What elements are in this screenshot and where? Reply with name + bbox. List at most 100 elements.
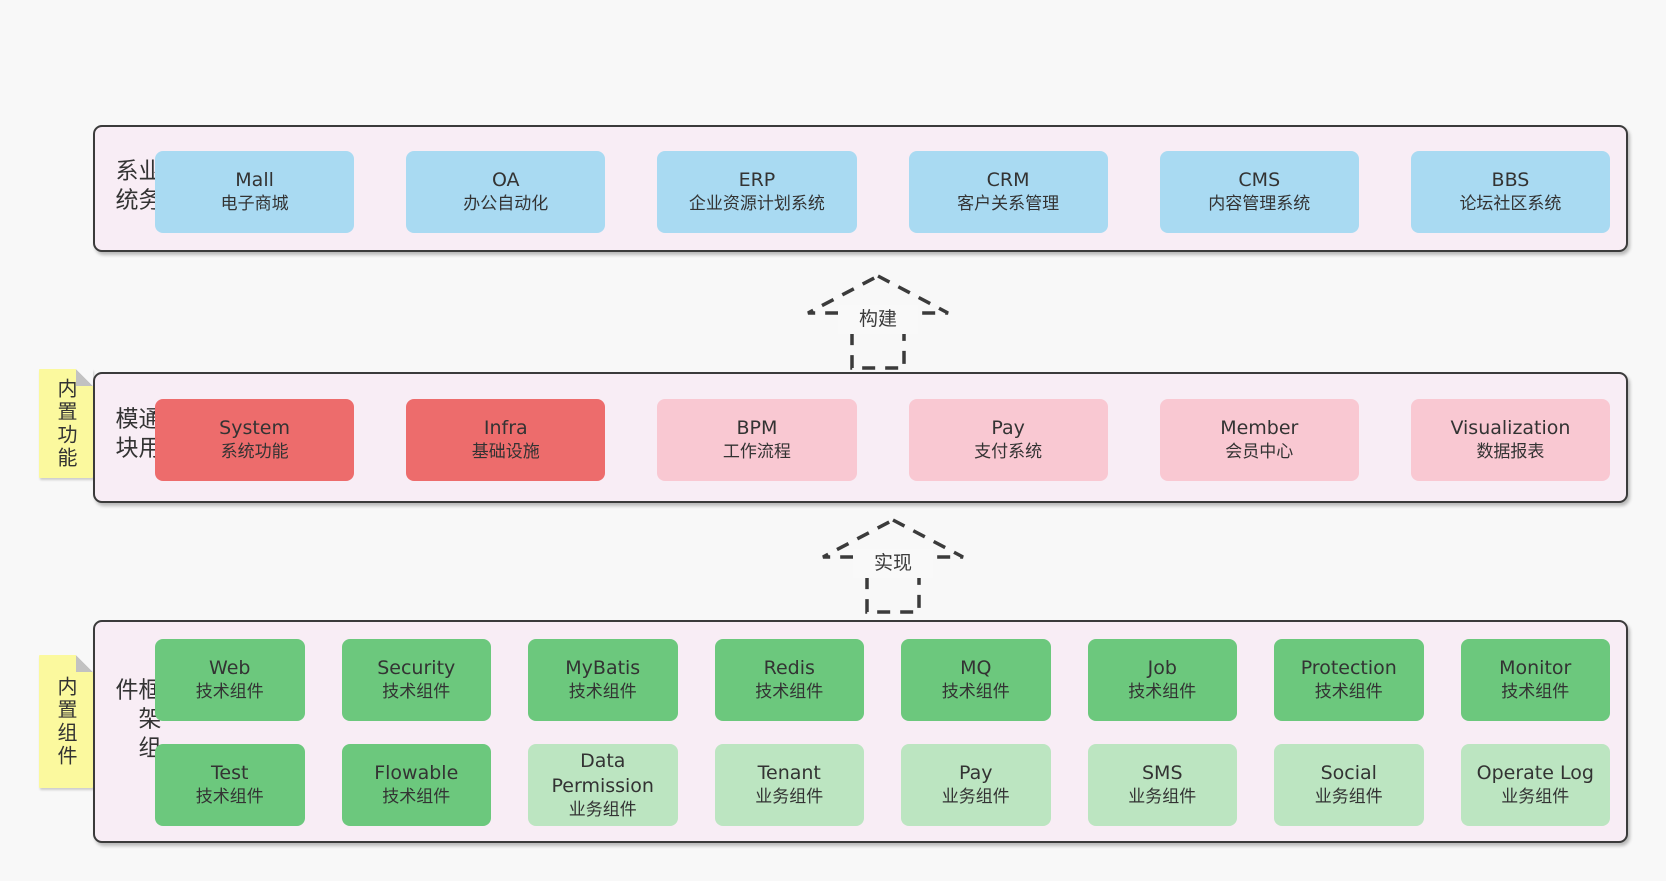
- box-subtitle: 技术组件: [568, 682, 637, 703]
- box-title: OA: [491, 169, 520, 192]
- box-subtitle: 电子商城: [220, 194, 289, 215]
- box-title: Mall: [235, 169, 274, 192]
- box-redis: Redis 技术组件: [714, 639, 864, 721]
- box-security: Security 技术组件: [341, 639, 491, 721]
- box-protection: Protection 技术组件: [1274, 639, 1424, 721]
- box-subtitle: 业务组件: [1314, 787, 1383, 808]
- note-fold-corner-icon: [76, 369, 93, 386]
- box-subtitle: 论坛社区系统: [1459, 194, 1562, 215]
- box-data-permission: Data Permission 业务组件: [528, 744, 678, 826]
- box-subtitle: 支付系统: [974, 442, 1043, 463]
- box-title: Test: [211, 762, 249, 785]
- box-title: Member: [1220, 417, 1299, 440]
- box-mall: Mall 电子商城: [155, 151, 355, 233]
- box-job: Job 技术组件: [1087, 639, 1237, 721]
- box-title: Job: [1147, 657, 1177, 680]
- box-subtitle: 客户关系管理: [957, 194, 1060, 215]
- box-visualization: Visualization 数据报表: [1410, 399, 1611, 481]
- framework-box-row-2: Test 技术组件 Flowable 技术组件 Data Permission …: [155, 744, 1610, 826]
- box-crm: CRM 客户关系管理: [908, 151, 1108, 233]
- box-subtitle: 技术组件: [382, 682, 451, 703]
- box-subtitle: 企业资源计划系统: [688, 194, 825, 215]
- box-subtitle: 办公自动化: [463, 194, 549, 215]
- box-subtitle: 内容管理系统: [1208, 194, 1311, 215]
- layer-common-modules: 通用模块 System 系统功能 Infra 基础设施 BPM 工作流程 Pay…: [93, 372, 1628, 503]
- box-subtitle: 技术组件: [195, 787, 264, 808]
- box-title: MQ: [960, 657, 992, 680]
- box-title: Monitor: [1499, 657, 1572, 680]
- box-title: Web: [209, 657, 251, 680]
- box-subtitle: 技术组件: [195, 682, 264, 703]
- box-web: Web 技术组件: [155, 639, 305, 721]
- box-mybatis: MyBatis 技术组件: [528, 639, 678, 721]
- modules-box-row: System 系统功能 Infra 基础设施 BPM 工作流程 Pay 支付系统…: [155, 399, 1611, 481]
- box-title: Social: [1320, 762, 1377, 785]
- box-title: BBS: [1491, 169, 1530, 192]
- box-subtitle: 业务组件: [1501, 787, 1570, 808]
- box-title: Tenant: [757, 762, 821, 785]
- box-subtitle: 工作流程: [722, 442, 791, 463]
- box-title: Visualization: [1450, 417, 1571, 440]
- box-title: Redis: [763, 657, 815, 680]
- box-subtitle: 业务组件: [1128, 787, 1197, 808]
- box-title: MyBatis: [565, 657, 641, 680]
- box-subtitle: 业务组件: [568, 799, 637, 820]
- note-fold-corner-icon: [76, 655, 93, 672]
- box-subtitle: 技术组件: [1128, 682, 1197, 703]
- build-arrow-label: 构建: [838, 305, 918, 334]
- box-subtitle: 会员中心: [1225, 442, 1294, 463]
- box-cms: CMS 内容管理系统: [1159, 151, 1359, 233]
- box-subtitle: 业务组件: [941, 787, 1010, 808]
- layer-business-systems: 业务系统 Mall 电子商城 OA 办公自动化 ERP 企业资源计划系统 CRM…: [93, 125, 1628, 252]
- box-operate-log: Operate Log 业务组件: [1460, 744, 1610, 826]
- layer-label-business: 业务系统: [111, 157, 160, 216]
- box-subtitle: 技术组件: [941, 682, 1010, 703]
- box-member: Member 会员中心: [1159, 399, 1359, 481]
- box-title: Flowable: [374, 762, 459, 785]
- box-title: System: [219, 417, 291, 440]
- box-infra: Infra 基础设施: [406, 399, 606, 481]
- box-mq: MQ 技术组件: [901, 639, 1051, 721]
- box-title: Security: [377, 657, 456, 680]
- layer-label-modules: 通用模块: [111, 405, 160, 464]
- note-text: 内置组件: [54, 675, 78, 768]
- box-title: SMS: [1141, 762, 1183, 785]
- business-box-row: Mall 电子商城 OA 办公自动化 ERP 企业资源计划系统 CRM 客户关系…: [155, 151, 1611, 233]
- box-monitor: Monitor 技术组件: [1460, 639, 1610, 721]
- note-text: 内置功能: [54, 377, 78, 470]
- box-subtitle: 业务组件: [755, 787, 824, 808]
- box-subtitle: 技术组件: [755, 682, 824, 703]
- box-title: Data Permission: [551, 749, 654, 797]
- box-subtitle: 基础设施: [471, 442, 540, 463]
- box-title: CRM: [986, 169, 1030, 192]
- box-subtitle: 技术组件: [382, 787, 451, 808]
- box-erp: ERP 企业资源计划系统: [657, 151, 857, 233]
- box-title: CMS: [1238, 169, 1281, 192]
- box-bpm: BPM 工作流程: [657, 399, 857, 481]
- box-oa: OA 办公自动化: [406, 151, 606, 233]
- box-title: Operate Log: [1476, 762, 1594, 785]
- box-subtitle: 技术组件: [1314, 682, 1383, 703]
- layer-framework-components: 框架组件 Web 技术组件 Security 技术组件 MyBatis 技术组件…: [93, 620, 1628, 843]
- box-test: Test 技术组件: [155, 744, 305, 826]
- layer-label-framework: 框架组件: [111, 676, 160, 764]
- box-title: Infra: [483, 417, 528, 440]
- box-subtitle: 系统功能: [220, 442, 289, 463]
- sticky-note-built-in-features: 内置功能: [39, 369, 93, 478]
- box-tenant: Tenant 业务组件: [714, 744, 864, 826]
- box-title: Pay: [959, 762, 993, 785]
- box-title: Pay: [991, 417, 1025, 440]
- box-flowable: Flowable 技术组件: [341, 744, 491, 826]
- box-subtitle: 技术组件: [1501, 682, 1570, 703]
- box-system: System 系统功能: [155, 399, 355, 481]
- box-pay-module: Pay 支付系统: [908, 399, 1108, 481]
- box-title: BPM: [736, 417, 778, 440]
- box-social: Social 业务组件: [1274, 744, 1424, 826]
- box-pay-component: Pay 业务组件: [901, 744, 1051, 826]
- implement-arrow-label: 实现: [853, 549, 933, 578]
- framework-box-row-1: Web 技术组件 Security 技术组件 MyBatis 技术组件 Redi…: [155, 639, 1610, 721]
- box-title: ERP: [738, 169, 776, 192]
- box-title: Protection: [1300, 657, 1397, 680]
- box-bbs: BBS 论坛社区系统: [1410, 151, 1611, 233]
